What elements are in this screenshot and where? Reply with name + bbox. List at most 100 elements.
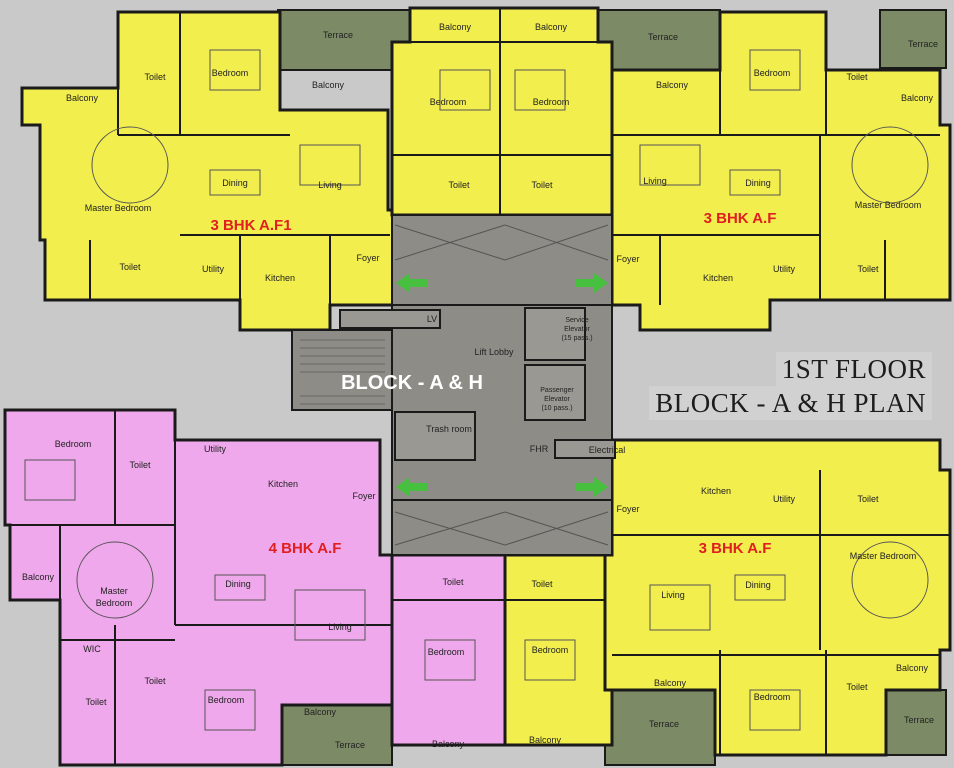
entry-arrows <box>396 273 608 497</box>
label-balcony: Balcony <box>529 735 562 745</box>
label-master-bedroom: Master Bedroom <box>855 200 922 210</box>
label-terrace: Terrace <box>648 32 678 42</box>
unit-label-bottom-right: 3 BHK A.F <box>699 540 772 557</box>
core-bottom-slab <box>391 499 613 556</box>
label-service-elevator-2: Elevator <box>564 326 590 333</box>
arrow-left-bottom <box>396 477 428 497</box>
label-trash-room: Trash room <box>426 424 472 434</box>
label-balcony: Balcony <box>439 22 472 32</box>
label-master-bedroom: Master Bedroom <box>85 203 152 213</box>
label-toilet: Toilet <box>531 180 553 190</box>
label-balcony: Balcony <box>304 707 337 717</box>
label-bedroom: Bedroom <box>212 68 249 78</box>
furniture <box>24 49 929 731</box>
label-utility: Utility <box>773 494 795 504</box>
core-top-slab <box>391 214 613 306</box>
label-wic: WIC <box>83 644 101 654</box>
label-toilet: Toilet <box>857 264 879 274</box>
label-toilet: Toilet <box>857 494 879 504</box>
service-elevator-shaft <box>524 307 586 361</box>
label-service-elevator-1: Service <box>565 317 588 324</box>
label-kitchen: Kitchen <box>265 273 295 283</box>
unit-label-top-right: 3 BHK A.F <box>704 210 777 227</box>
label-fhr: FHR <box>530 444 549 454</box>
label-dining: Dining <box>225 579 251 589</box>
label-dining: Dining <box>745 178 771 188</box>
label-terrace: Terrace <box>335 740 365 750</box>
trash-room <box>394 411 476 461</box>
label-balcony: Balcony <box>432 739 465 749</box>
label-bedroom: Bedroom <box>532 645 569 655</box>
label-dining: Dining <box>745 580 771 590</box>
terraces <box>277 9 947 766</box>
arrow-right-bottom <box>576 477 608 497</box>
label-toilet: Toilet <box>119 262 141 272</box>
label-living: Living <box>318 180 342 190</box>
label-balcony: Balcony <box>901 93 934 103</box>
arrow-left-top <box>396 273 428 293</box>
terrace-top-left <box>277 9 411 71</box>
label-toilet: Toilet <box>846 682 868 692</box>
label-toilet: Toilet <box>531 579 553 589</box>
terrace-bottom-right <box>604 689 716 766</box>
label-bedroom: Bedroom <box>754 68 791 78</box>
block-label: BLOCK - A & H <box>341 372 483 394</box>
label-balcony: Balcony <box>656 80 689 90</box>
label-toilet: Toilet <box>129 460 151 470</box>
label-dining: Dining <box>222 178 248 188</box>
lv-room <box>339 309 441 329</box>
label-balcony: Balcony <box>22 572 55 582</box>
label-foyer: Foyer <box>352 491 375 501</box>
label-toilet: Toilet <box>442 577 464 587</box>
label-bedroom: Bedroom <box>428 647 465 657</box>
label-electrical: Electrical <box>589 445 626 455</box>
label-balcony: Balcony <box>535 22 568 32</box>
label-bedroom: Bedroom <box>430 97 467 107</box>
label-master-bedroom: Master Bedroom <box>850 551 917 561</box>
label-utility: Utility <box>202 264 224 274</box>
unit-bottom-right <box>603 438 952 757</box>
unit-label-top-left: 3 BHK A.F1 <box>210 217 291 234</box>
title-floor: 1ST FLOOR <box>775 352 932 386</box>
label-utility: Utility <box>204 444 226 454</box>
stair-block <box>291 329 393 411</box>
label-passenger-elevator-3: (10 pass.) <box>541 405 572 412</box>
label-terrace: Terrace <box>649 719 679 729</box>
unit-top-right <box>610 10 952 332</box>
arrow-right-top <box>576 273 608 293</box>
terrace-bottom-far-right <box>885 689 947 756</box>
label-toilet: Toilet <box>85 697 107 707</box>
terrace-far-right <box>879 9 947 69</box>
label-bedroom: Bedroom <box>533 97 570 107</box>
label-kitchen: Kitchen <box>268 479 298 489</box>
electrical-room <box>554 439 616 459</box>
label-toilet: Toilet <box>448 180 470 190</box>
label-balcony: Balcony <box>654 678 687 688</box>
label-passenger-elevator-1: Passenger <box>540 387 574 394</box>
label-foyer: Foyer <box>616 504 639 514</box>
label-bedroom: Bedroom <box>754 692 791 702</box>
unit-bottom-left <box>3 408 394 767</box>
label-foyer: Foyer <box>356 253 379 263</box>
unit-labels: 3 BHK A.F1 3 BHK A.F 4 BHK A.F 3 BHK A.F <box>210 210 776 557</box>
label-terrace: Terrace <box>908 39 938 49</box>
label-balcony: Balcony <box>66 93 99 103</box>
label-passenger-elevator-2: Elevator <box>544 396 570 403</box>
label-bedroom: Bedroom <box>208 695 245 705</box>
label-living: Living <box>661 590 685 600</box>
room-labels: Terrace Balcony Balcony Bedroom Toilet D… <box>22 22 938 750</box>
unit-top-left <box>20 10 414 332</box>
label-balcony: Balcony <box>312 80 345 90</box>
label-lift-lobby-1: Lift Lobby <box>474 347 514 357</box>
terrace-top-right <box>597 9 721 71</box>
label-bedroom: Bedroom <box>55 439 92 449</box>
passenger-elevator-shaft <box>524 364 586 421</box>
label-terrace: Terrace <box>904 715 934 725</box>
label-toilet: Toilet <box>846 72 868 82</box>
label-lv: LV <box>427 314 437 324</box>
label-foyer: Foyer <box>616 254 639 264</box>
label-toilet: Toilet <box>144 676 166 686</box>
label-utility: Utility <box>773 264 795 274</box>
label-terrace: Terrace <box>323 30 353 40</box>
stair-treads <box>300 339 385 405</box>
